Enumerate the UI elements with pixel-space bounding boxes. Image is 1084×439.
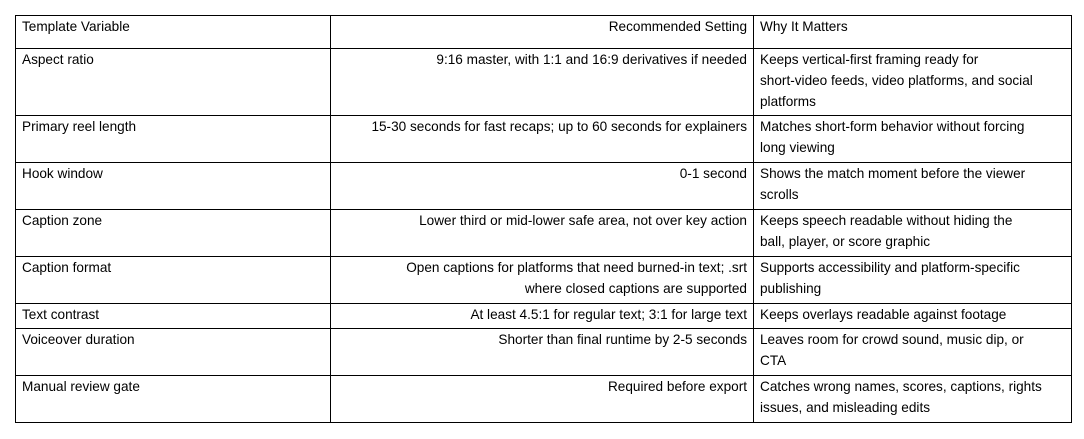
table-row: Hook window 0-1 second Shows the match m…	[15, 162, 1072, 210]
cell-variable: Manual review gate	[15, 375, 331, 423]
setting-line: Shorter than final runtime by 2-5 second…	[498, 332, 747, 347]
cell-why: Keeps speech readable without hiding the…	[753, 209, 1072, 257]
setting-line: 9:16 master, with 1:1 and 16:9 derivativ…	[436, 52, 747, 67]
why-line: Keeps speech readable without hiding the	[760, 213, 1013, 228]
cell-variable: Primary reel length	[15, 115, 331, 163]
why-line: scrolls	[760, 187, 799, 202]
cell-why: Leaves room for crowd sound, music dip, …	[753, 328, 1072, 376]
why-line: ball, player, or score graphic	[760, 234, 931, 249]
setting-line: Required before export	[607, 379, 747, 394]
cell-variable: Voiceover duration	[15, 328, 331, 376]
settings-table: Template Variable Recommended Setting Wh…	[15, 15, 1072, 423]
cell-setting: 9:16 master, with 1:1 and 16:9 derivativ…	[330, 48, 754, 116]
table-row: Aspect ratio 9:16 master, with 1:1 and 1…	[15, 48, 1072, 116]
header-template-variable: Template Variable	[15, 15, 331, 49]
why-line: platforms	[760, 94, 816, 109]
cell-setting: Required before export	[330, 375, 754, 423]
why-line: Leaves room for crowd sound, music dip, …	[760, 332, 1024, 347]
why-line: issues, and misleading edits	[760, 400, 931, 415]
cell-setting: 0-1 second	[330, 162, 754, 210]
setting-line: Open captions for platforms that need bu…	[406, 260, 747, 275]
cell-setting: At least 4.5:1 for regular text; 3:1 for…	[330, 303, 754, 329]
setting-line: Lower third or mid-lower safe area, not …	[419, 213, 747, 228]
table-row: Text contrast At least 4.5:1 for regular…	[15, 303, 1072, 329]
why-line: publishing	[760, 281, 822, 296]
cell-variable: Caption format	[15, 256, 331, 304]
table-row: Caption format Open captions for platfor…	[15, 256, 1072, 304]
cell-why: Catches wrong names, scores, captions, r…	[753, 375, 1072, 423]
cell-setting: 15-30 seconds for fast recaps; up to 60 …	[330, 115, 754, 163]
header-recommended-setting: Recommended Setting	[330, 15, 754, 49]
cell-variable: Aspect ratio	[15, 48, 331, 116]
table-row: Voiceover duration Shorter than final ru…	[15, 328, 1072, 376]
why-line: Keeps overlays readable against footage	[760, 307, 1007, 322]
cell-why: Keeps vertical-first framing ready for s…	[753, 48, 1072, 116]
cell-setting: Open captions for platforms that need bu…	[330, 256, 754, 304]
header-why-it-matters: Why It Matters	[753, 15, 1072, 49]
cell-why: Shows the match moment before the viewer…	[753, 162, 1072, 210]
cell-setting: Lower third or mid-lower safe area, not …	[330, 209, 754, 257]
why-line: long viewing	[760, 140, 835, 155]
why-line: Supports accessibility and platform-spec…	[760, 260, 1020, 275]
cell-variable: Text contrast	[15, 303, 331, 329]
table-header-row: Template Variable Recommended Setting Wh…	[15, 15, 1072, 49]
why-line: CTA	[760, 353, 787, 368]
table-row: Manual review gate Required before expor…	[15, 375, 1072, 423]
cell-why: Keeps overlays readable against footage	[753, 303, 1072, 329]
why-line: Matches short-form behavior without forc…	[760, 119, 1025, 134]
why-line: Shows the match moment before the viewer	[760, 166, 1026, 181]
why-line: Keeps vertical-first framing ready for	[760, 52, 979, 67]
table-row: Primary reel length 15-30 seconds for fa…	[15, 115, 1072, 163]
setting-line: 15-30 seconds for fast recaps; up to 60 …	[371, 119, 747, 134]
cell-variable: Hook window	[15, 162, 331, 210]
cell-variable: Caption zone	[15, 209, 331, 257]
setting-line: At least 4.5:1 for regular text; 3:1 for…	[470, 307, 747, 322]
setting-line: where closed captions are supported	[524, 281, 747, 296]
cell-why: Supports accessibility and platform-spec…	[753, 256, 1072, 304]
setting-line: 0-1 second	[679, 166, 747, 181]
table-row: Caption zone Lower third or mid-lower sa…	[15, 209, 1072, 257]
why-line: short-video feeds, video platforms, and …	[760, 73, 1033, 88]
why-line: Catches wrong names, scores, captions, r…	[760, 379, 1042, 394]
cell-setting: Shorter than final runtime by 2-5 second…	[330, 328, 754, 376]
cell-why: Matches short-form behavior without forc…	[753, 115, 1072, 163]
